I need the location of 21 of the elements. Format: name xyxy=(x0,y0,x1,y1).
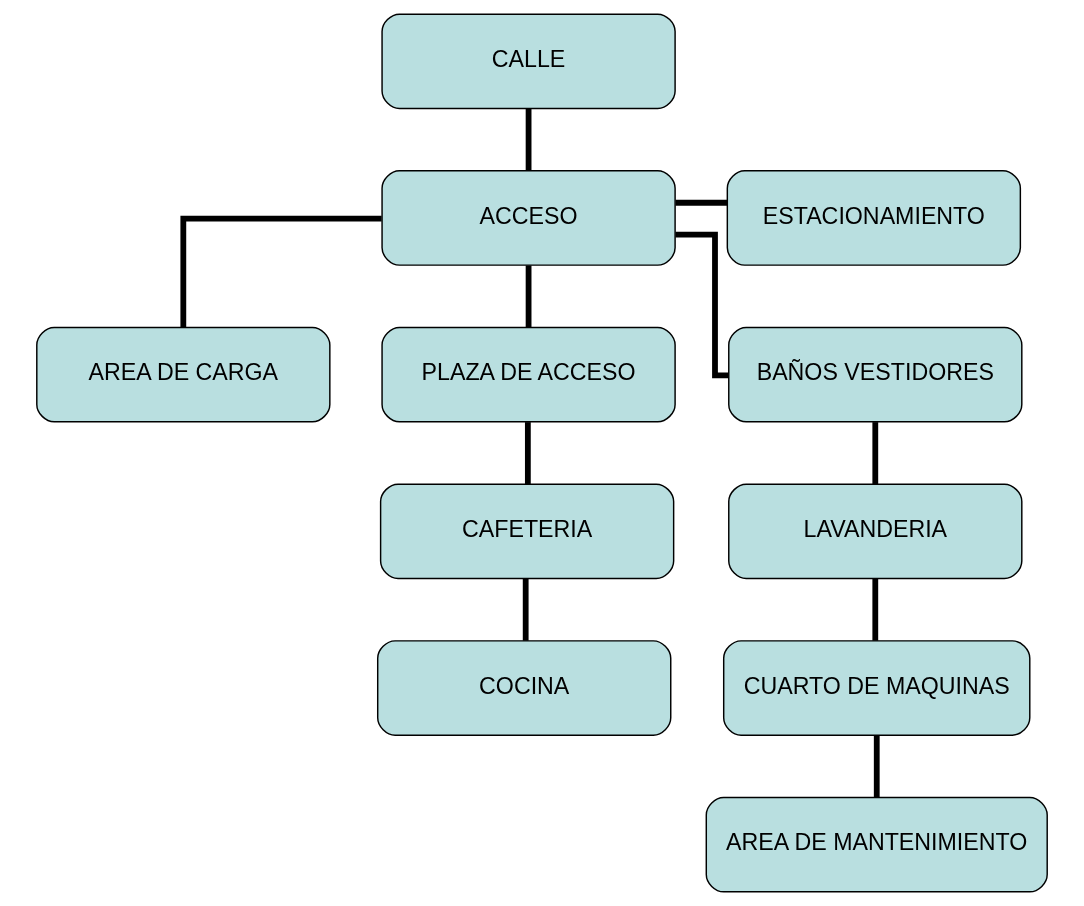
node-box: ESTACIONAMIENTO xyxy=(726,170,1022,266)
node-box: BAÑOS VESTIDORES xyxy=(728,326,1023,423)
connector xyxy=(675,231,729,379)
connector xyxy=(675,199,728,206)
node-box: CAFETERIA xyxy=(379,483,675,580)
connector xyxy=(524,422,531,485)
node-box: CUARTO DE MAQUINAS xyxy=(722,640,1031,736)
node-box: AREA DE CARGA xyxy=(36,326,331,423)
connector xyxy=(525,265,532,328)
node-box: LAVANDERIA xyxy=(728,483,1023,580)
connector xyxy=(872,422,879,485)
node-box: AREA DE MANTENIMIENTO xyxy=(705,796,1048,893)
node-box: CALLE xyxy=(381,13,676,110)
connector xyxy=(522,578,529,641)
node-box: PLAZA DE ACCESO xyxy=(381,326,676,423)
connector xyxy=(873,735,880,798)
node-box: ACCESO xyxy=(381,170,676,266)
connector xyxy=(180,215,382,328)
connector xyxy=(872,578,879,641)
connector xyxy=(525,108,532,171)
node-box: COCINA xyxy=(377,640,672,736)
